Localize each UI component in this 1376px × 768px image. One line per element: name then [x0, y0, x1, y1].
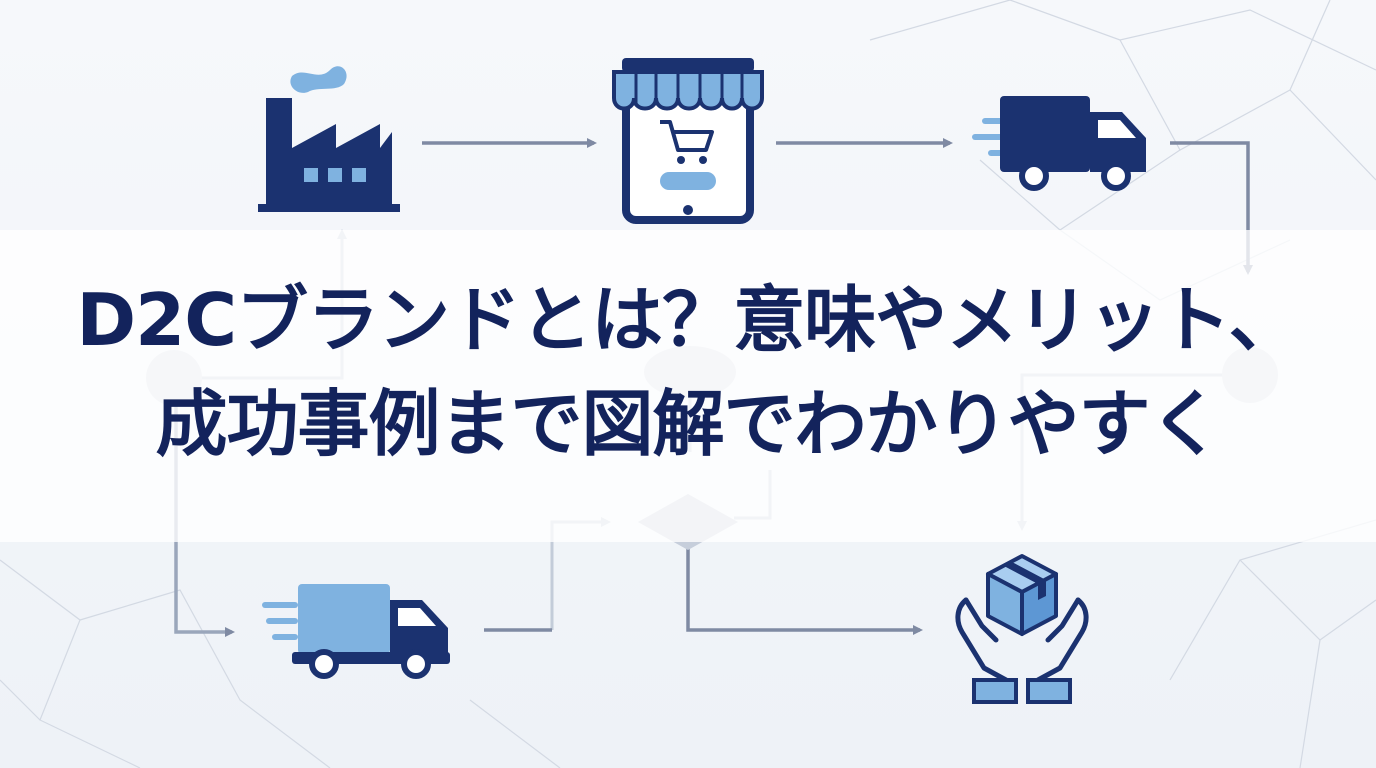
- hands-holding-package-icon: [955, 554, 1089, 704]
- title-line-2: 成功事例まで図解でわかりやすく: [155, 382, 1221, 466]
- flow-arrows: [422, 138, 1253, 635]
- delivery-truck-icon: [262, 584, 450, 679]
- title-line-1: D2Cブランドとは？意味やメリット、: [76, 278, 1300, 362]
- delivery-truck-icon: [972, 96, 1146, 191]
- factory-icon: [258, 66, 400, 212]
- online-store-tablet-icon: [612, 58, 764, 224]
- page-title: D2Cブランドとは？意味やメリット、 成功事例まで図解でわかりやすく: [0, 268, 1376, 476]
- title-band: [0, 230, 1376, 542]
